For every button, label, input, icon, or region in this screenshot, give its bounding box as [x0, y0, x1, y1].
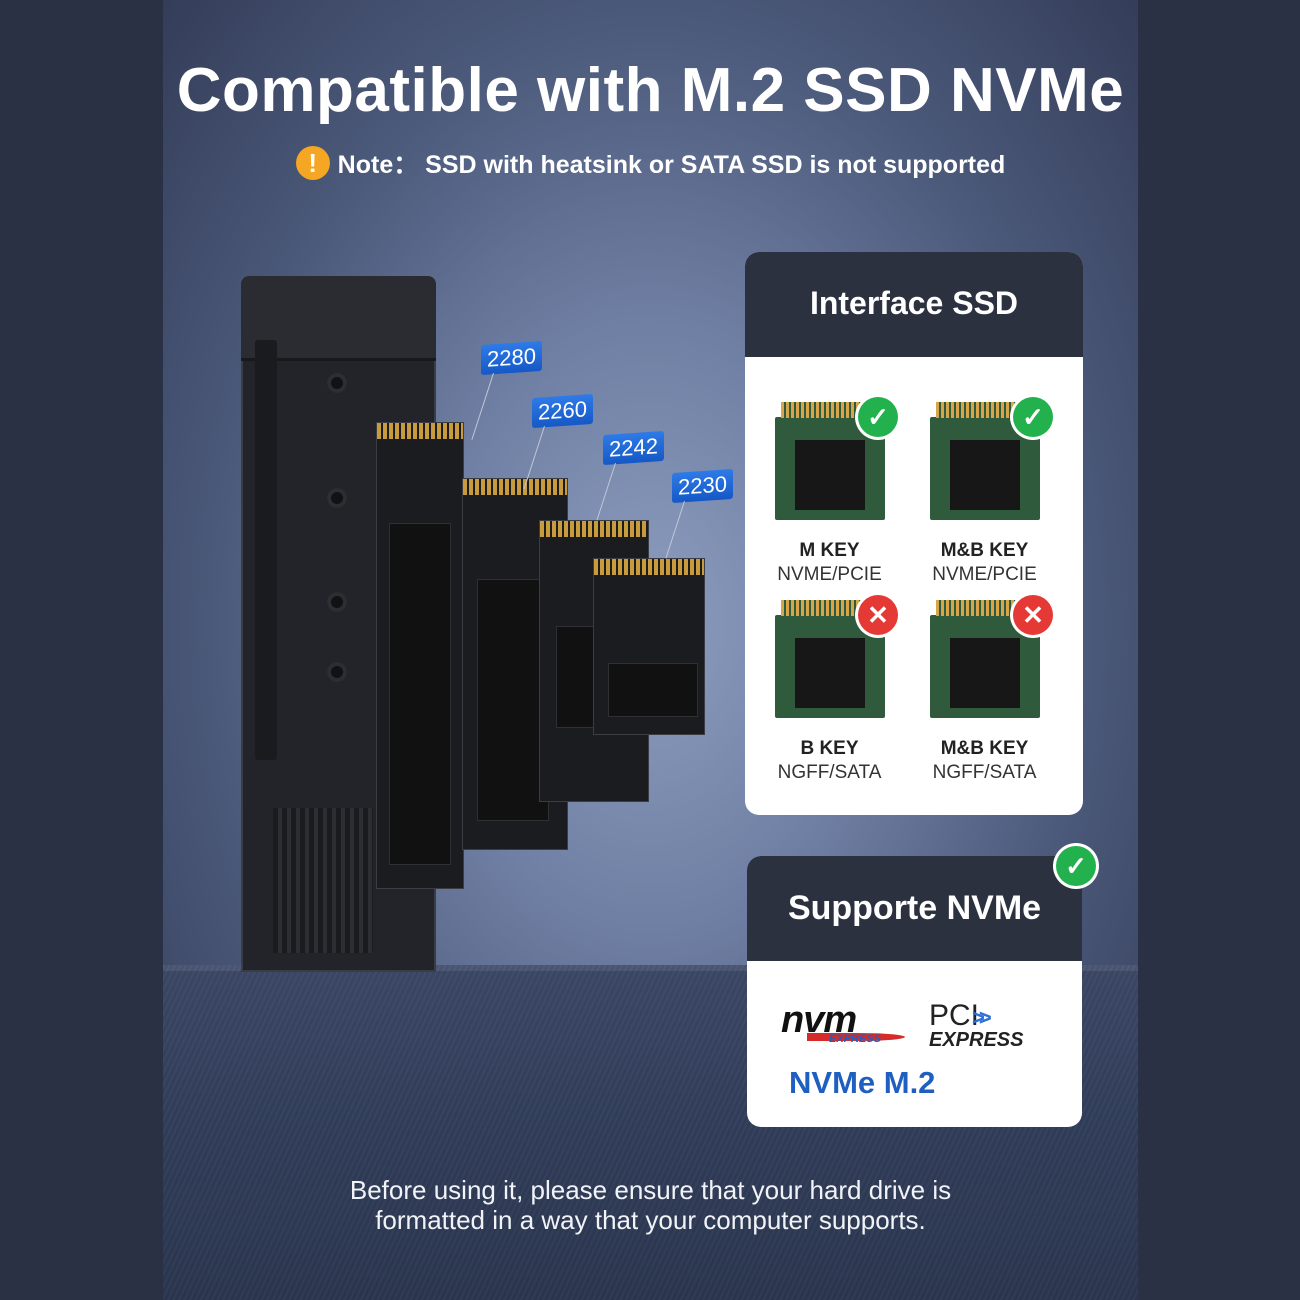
enclosure-vent — [273, 808, 373, 953]
gold-contacts — [463, 479, 567, 495]
size-label-2260: 2260 — [532, 393, 593, 429]
interface-type: NVME/PCIE — [777, 564, 882, 585]
footer-line: Before using it, please ensure that your… — [349, 1175, 952, 1205]
key-label: M KEY — [799, 540, 860, 561]
size-label-2230: 2230 — [672, 468, 733, 504]
footer-line: formatted in a way that your computer su… — [375, 1205, 926, 1235]
interface-ssd-panel: Interface SSD ✓ M KEY NVME/PCIE ✓ M&B KE… — [745, 252, 1083, 815]
cross-icon: ✕ — [858, 595, 898, 635]
leader-line — [596, 463, 616, 521]
ssd-card-2280 — [376, 422, 464, 889]
pci-express-logo: PCI — [929, 999, 980, 1032]
nvm-express-sub: EXPRESS — [829, 1033, 881, 1045]
screw-icon — [327, 662, 347, 682]
screw-icon — [327, 488, 347, 508]
leader-line — [665, 501, 685, 559]
nvme-support-panel: Supporte NVMe nvm EXPRESS PCI >> EXPRESS… — [747, 856, 1082, 1127]
gold-contacts — [377, 423, 463, 439]
nvm-swoosh-icon — [807, 1033, 905, 1041]
ssd-image — [775, 402, 885, 522]
gold-contacts — [540, 521, 648, 537]
ssd-chip — [389, 523, 451, 865]
note-text: Note： SSD with heatsink or SATA SSD is n… — [337, 151, 1006, 179]
product-poster: Compatible with M.2 SSD NVMe !Note： SSD … — [163, 0, 1138, 1300]
nvme-m2-label: NVMe M.2 — [789, 1065, 936, 1100]
page-title: Compatible with M.2 SSD NVMe — [176, 56, 1125, 125]
interface-type: NGFF/SATA — [932, 762, 1037, 783]
gold-contacts — [594, 559, 704, 575]
ssd-key-cell: ✓ M KEY NVME/PCIE — [745, 357, 914, 586]
ssd-key-cell: ✓ M&B KEY NVME/PCIE — [900, 357, 1069, 586]
screw-icon — [327, 592, 347, 612]
interface-type: NGFF/SATA — [777, 762, 882, 783]
ssd-chip — [608, 663, 698, 717]
ssd-image — [775, 600, 885, 720]
enclosure-rail — [255, 340, 277, 760]
interface-type: NVME/PCIE — [932, 564, 1037, 585]
pci-express-sub: EXPRESS — [929, 1029, 1024, 1051]
key-label: M&B KEY — [940, 738, 1029, 759]
nvm-express-logo: nvm — [781, 999, 857, 1041]
ssd-key-grid: ✓ M KEY NVME/PCIE ✓ M&B KEY NVME/PCIE ✕ … — [745, 357, 1083, 815]
ssd-image — [930, 402, 1040, 522]
nvme-logos: nvm EXPRESS PCI >> EXPRESS NVMe M.2 — [747, 961, 1082, 1127]
ssd-chip — [556, 626, 598, 728]
size-label-2280: 2280 — [481, 340, 542, 376]
panel-title: Interface SSD — [745, 252, 1083, 357]
check-icon: ✓ — [1056, 846, 1096, 886]
ssd-key-cell: ✕ B KEY NGFF/SATA — [745, 555, 914, 784]
ssd-card-2230 — [593, 558, 705, 735]
screw-icon — [327, 373, 347, 393]
key-label: M&B KEY — [940, 540, 1029, 561]
leader-line — [471, 373, 494, 440]
ssd-image — [930, 600, 1040, 720]
right-margin — [1138, 0, 1300, 1300]
check-icon: ✓ — [1013, 397, 1053, 437]
panel-title: Supporte NVMe — [747, 856, 1082, 961]
note: !Note： SSD with heatsink or SATA SSD is … — [163, 145, 1138, 181]
cross-icon: ✕ — [1013, 595, 1053, 635]
warning-icon: ! — [295, 146, 330, 180]
check-icon: ✓ — [858, 397, 898, 437]
footer-note: Before using it, please ensure that your… — [163, 1175, 1138, 1235]
ssd-key-cell: ✕ M&B KEY NGFF/SATA — [900, 555, 1069, 784]
key-label: B KEY — [800, 738, 859, 759]
pci-arrow-icon: >> — [972, 1005, 992, 1030]
left-margin — [0, 0, 163, 1300]
size-label-2242: 2242 — [603, 430, 664, 466]
